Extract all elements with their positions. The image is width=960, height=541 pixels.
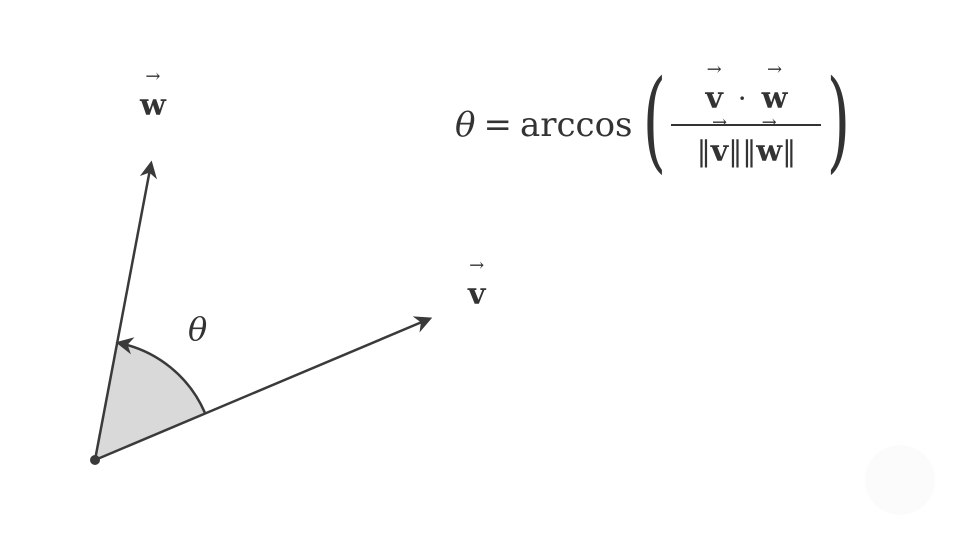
vector-w-label: w [140,88,166,123]
fraction-bar [671,124,822,126]
origin-point [90,455,100,465]
angle-sector [95,342,205,460]
vector-v-arrow [94,316,433,462]
angle-arc [115,337,207,414]
formula-arccos: arccos [519,105,633,145]
formula-denominator: ‖v‖‖w‖ [697,126,796,169]
formula-equals: = [483,105,512,145]
vector-w-arrow [93,160,157,461]
formula-theta: θ [455,105,476,145]
formula-numerator: v · w [699,81,793,124]
angle-formula: θ = arccos ( v · w ‖v‖‖w‖ ) [455,65,860,175]
watermark-icon [865,445,935,515]
vector-v-label: v [468,277,485,312]
angle-theta-label: θ [188,310,208,348]
formula-fraction: v · w ‖v‖‖w‖ [671,81,822,169]
formula-left-paren: ( [642,56,666,184]
formula-right-paren: ) [827,56,851,184]
